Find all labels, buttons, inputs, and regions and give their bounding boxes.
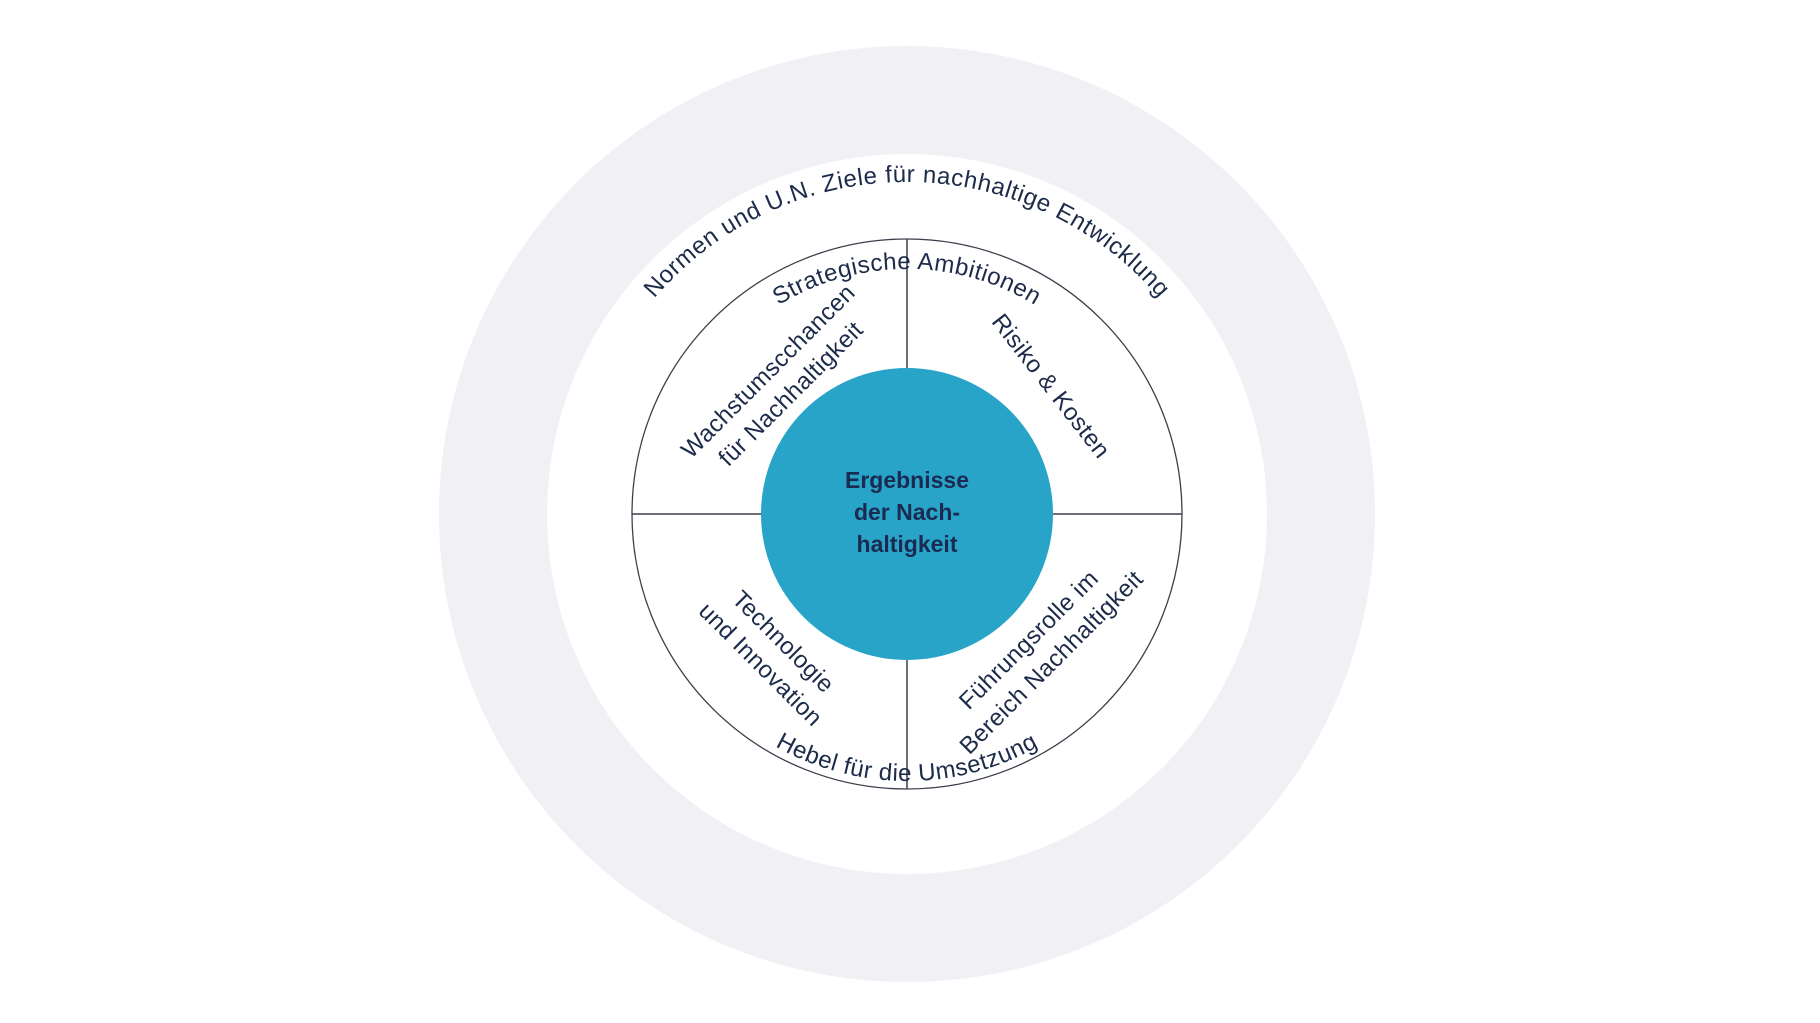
core-label-line1: Ergebnisse <box>845 467 969 493</box>
core-circle <box>761 368 1053 660</box>
core-label-line3: haltigkeit <box>857 531 958 557</box>
core-label-line2: der Nach- <box>854 499 960 525</box>
core-label: Ergebnisse der Nach- haltigkeit <box>845 467 969 557</box>
